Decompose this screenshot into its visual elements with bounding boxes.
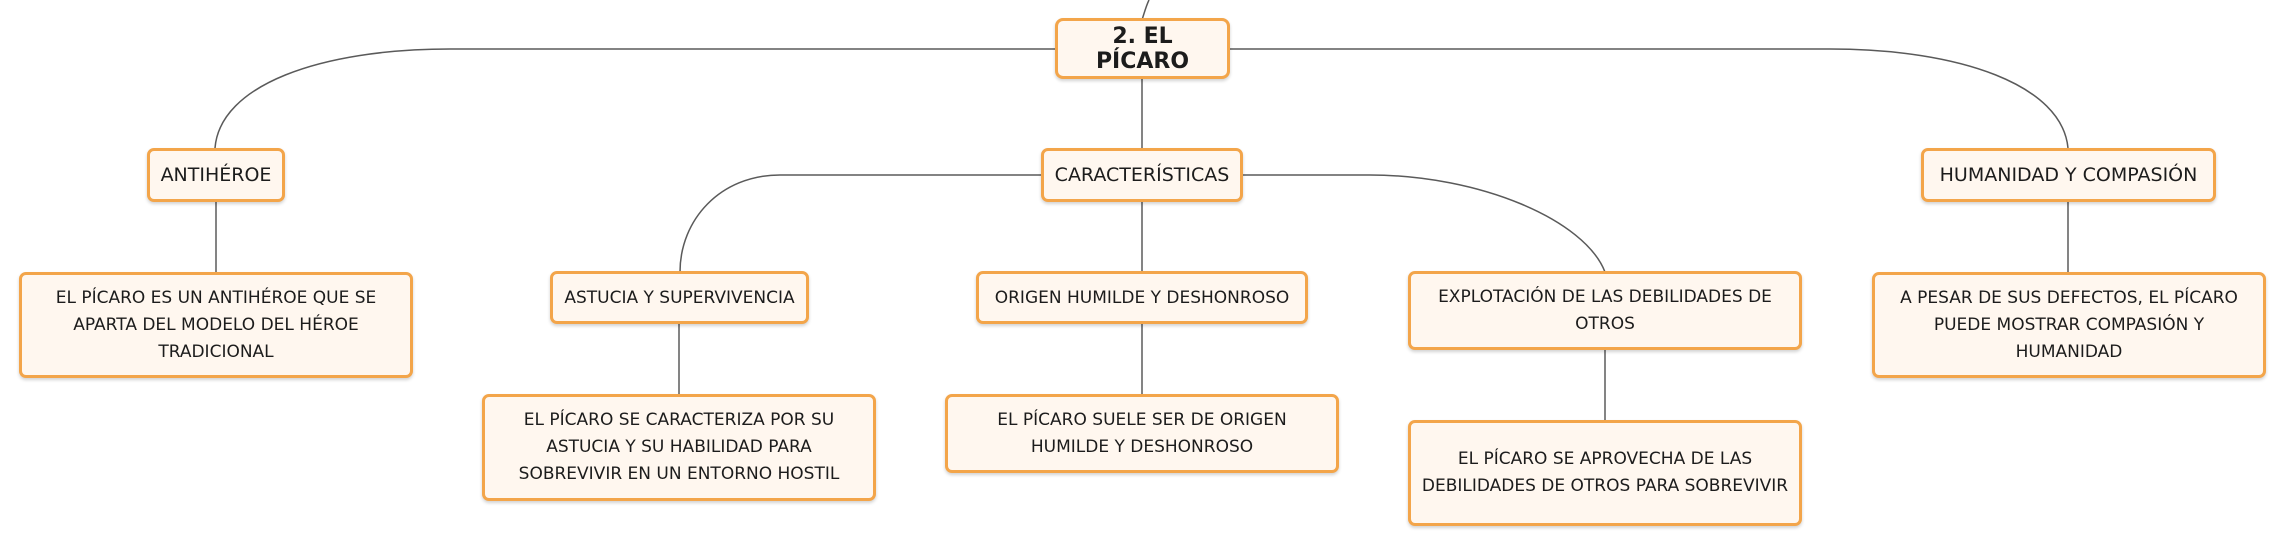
connector-root-up bbox=[1141, 0, 1150, 21]
leaf-explotacion[interactable]: EL PÍCARO SE APROVECHA DE LAS DEBILIDADE… bbox=[1408, 420, 1802, 526]
branch-antiheroe-label: ANTIHÉROE bbox=[160, 164, 272, 186]
connector-root-humanidad bbox=[1230, 48, 2069, 149]
sub-astucia[interactable]: ASTUCIA Y SUPERVIVENCIA bbox=[550, 271, 809, 324]
branch-humanidad-label: HUMANIDAD Y COMPASIÓN bbox=[1939, 164, 2198, 186]
leaf-antiheroe[interactable]: EL PÍCARO ES UN ANTIHÉROE QUE SE APARTA … bbox=[19, 272, 413, 378]
sub-origen-label: ORIGEN HUMILDE Y DESHONROSO bbox=[994, 287, 1290, 308]
sub-astucia-label: ASTUCIA Y SUPERVIVENCIA bbox=[564, 287, 795, 308]
leaf-explotacion-text: EL PÍCARO SE APROVECHA DE LAS DEBILIDADE… bbox=[1421, 449, 1789, 496]
connector-root-antiheroe bbox=[214, 48, 1055, 149]
leaf-origen[interactable]: EL PÍCARO SUELE SER DE ORIGEN HUMILDE Y … bbox=[945, 394, 1339, 473]
sub-origen[interactable]: ORIGEN HUMILDE Y DESHONROSO bbox=[976, 271, 1308, 324]
sub-explotacion[interactable]: EXPLOTACIÓN DE LAS DEBILIDADES DE OTROS bbox=[1408, 271, 1802, 350]
branch-humanidad[interactable]: HUMANIDAD Y COMPASIÓN bbox=[1921, 148, 2216, 202]
leaf-origen-text: EL PÍCARO SUELE SER DE ORIGEN HUMILDE Y … bbox=[997, 409, 1287, 457]
leaf-astucia-text: EL PÍCARO SE CARACTERIZA POR SU ASTUCIA … bbox=[518, 410, 840, 484]
connector-caract-astucia bbox=[679, 174, 1042, 273]
leaf-humanidad[interactable]: A PESAR DE SUS DEFECTOS, EL PÍCARO PUEDE… bbox=[1872, 272, 2266, 378]
sub-explotacion-label: EXPLOTACIÓN DE LAS DEBILIDADES DE OTROS bbox=[1438, 286, 1772, 334]
connector-caract-explotacion bbox=[1242, 174, 1606, 273]
leaf-humanidad-text: A PESAR DE SUS DEFECTOS, EL PÍCARO PUEDE… bbox=[1900, 287, 2238, 362]
branch-caracteristicas[interactable]: CARACTERÍSTICAS bbox=[1041, 148, 1243, 202]
leaf-astucia[interactable]: EL PÍCARO SE CARACTERIZA POR SU ASTUCIA … bbox=[482, 394, 876, 501]
branch-caracteristicas-label: CARACTERÍSTICAS bbox=[1054, 164, 1230, 186]
branch-antiheroe[interactable]: ANTIHÉROE bbox=[147, 148, 285, 202]
root-node[interactable]: 2. EL PÍCARO bbox=[1055, 18, 1230, 79]
root-label: 2. EL PÍCARO bbox=[1095, 23, 1190, 74]
leaf-antiheroe-text: EL PÍCARO ES UN ANTIHÉROE QUE SE APARTA … bbox=[55, 287, 377, 362]
